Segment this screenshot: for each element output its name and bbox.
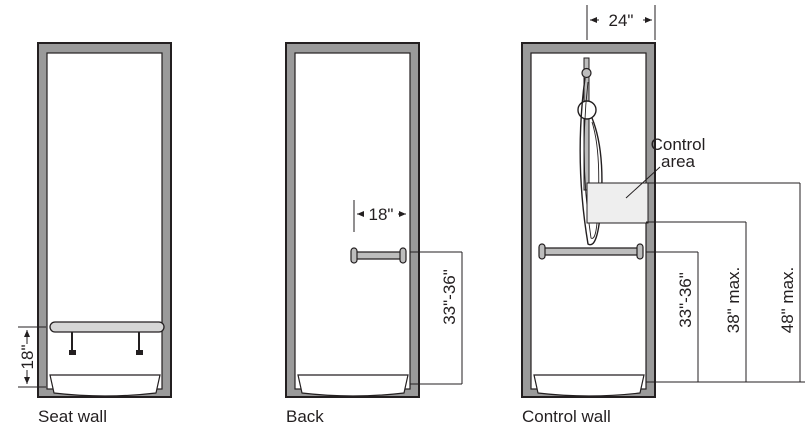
seat-wall-tub-base bbox=[49, 374, 161, 397]
control-area-leader bbox=[625, 166, 661, 199]
shower-head bbox=[581, 67, 592, 79]
control-area-label-line1: Control bbox=[651, 135, 706, 154]
back-tub-base bbox=[297, 374, 409, 397]
control-top-width-label: 24" bbox=[609, 11, 634, 30]
control-lower-max-label: 38" max. bbox=[724, 267, 743, 334]
control-wall-caption: Control wall bbox=[522, 407, 611, 426]
control-upper-max-label: 48" max. bbox=[778, 267, 797, 334]
seat-wall-panel: 18" Seat wall bbox=[18, 42, 172, 426]
back-bar-length-label: 18" bbox=[369, 205, 394, 224]
control-area-box bbox=[586, 182, 649, 224]
control-grab-bar bbox=[541, 247, 641, 256]
fold-down-seat bbox=[49, 321, 165, 333]
back-panel: 18" 33"-36" Back bbox=[285, 42, 463, 426]
back-interior bbox=[294, 52, 411, 390]
back-grab-bar-flange-right bbox=[399, 247, 407, 264]
shower-hose bbox=[579, 77, 603, 246]
seat-foot-left bbox=[69, 350, 76, 355]
control-grab-bar-flange-right bbox=[636, 243, 644, 260]
control-wall-panel: 24" Control area 33"-36" 38" max. 48" ma… bbox=[521, 5, 805, 426]
control-bar-height-label: 33"-36" bbox=[676, 272, 695, 328]
control-grab-bar-flange-left bbox=[538, 243, 546, 260]
shower-hose-inner bbox=[583, 81, 600, 239]
control-wall-tub-base bbox=[533, 374, 645, 397]
back-bar-height-label: 33"-36" bbox=[440, 269, 459, 325]
back-grab-bar-flange-left bbox=[350, 247, 358, 264]
back-caption: Back bbox=[286, 407, 324, 426]
seat-foot-right bbox=[136, 350, 143, 355]
seat-wall-caption: Seat wall bbox=[38, 407, 107, 426]
seat-wall-interior bbox=[46, 52, 163, 390]
control-area-label-line2: area bbox=[661, 152, 696, 171]
seat-height-label: 18" bbox=[18, 345, 37, 370]
back-grab-bar bbox=[353, 251, 404, 260]
